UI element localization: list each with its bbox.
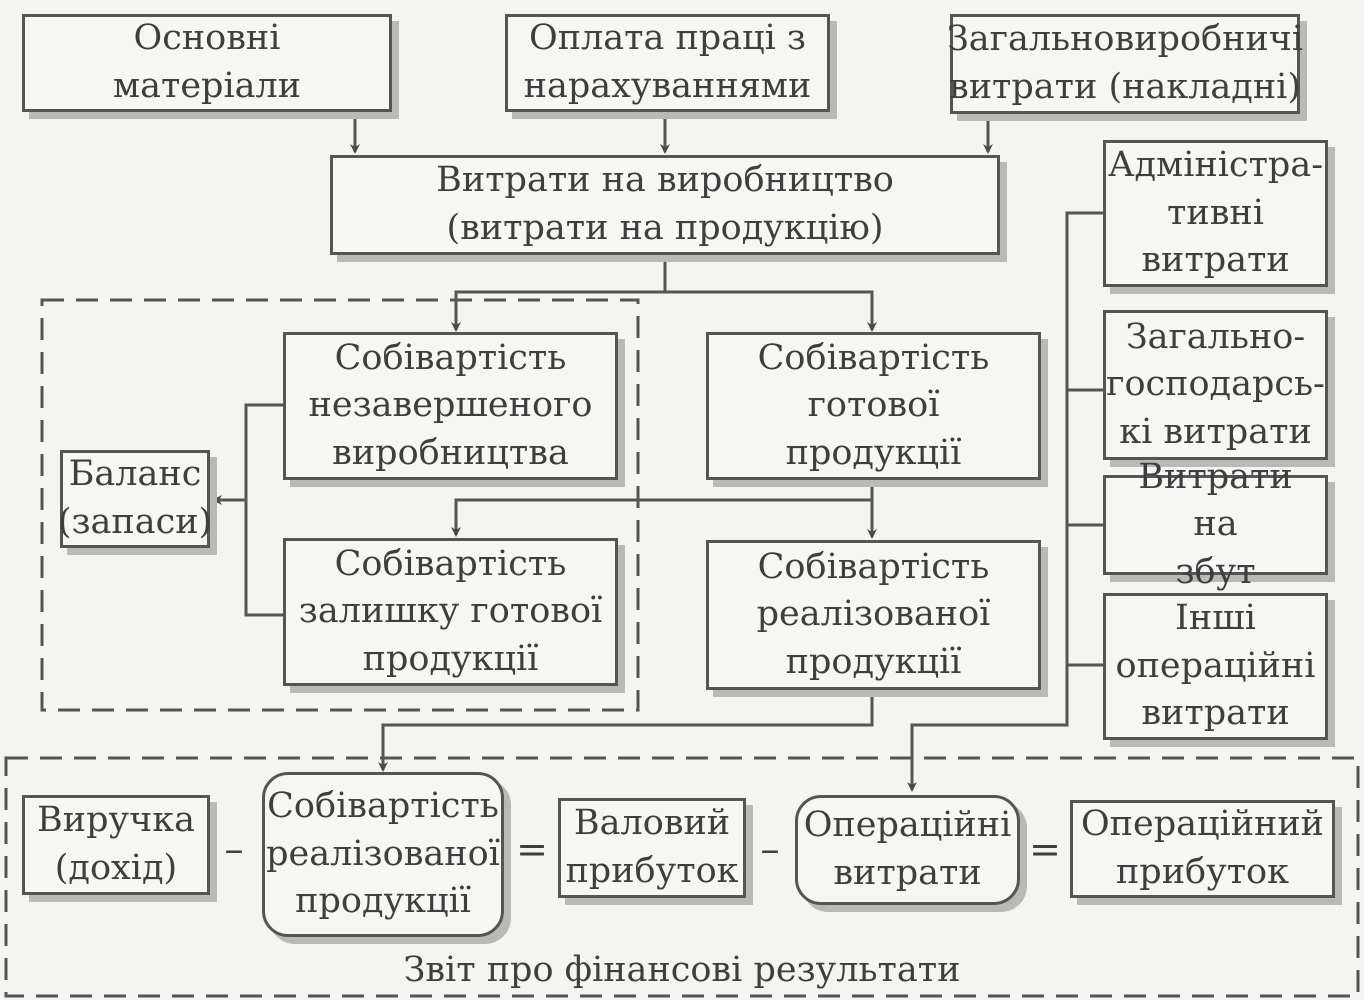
- finished-goods-cost-box: Собівартість готової продукції: [706, 332, 1041, 480]
- arrow-production-to-finished: [665, 290, 877, 332]
- operating-expenses-box: Операційні витрати: [795, 795, 1020, 905]
- equals-sign-1: =: [516, 827, 548, 871]
- sold-goods-cost-label: Собівартість реалізованої продукції: [756, 546, 991, 682]
- minus-sign-1: –: [224, 827, 244, 871]
- wip-cost-box: Собівартість незавершеного виробництва: [283, 332, 618, 480]
- gross-profit-label: Валовий прибуток: [565, 803, 739, 891]
- arrow-production-split: [454, 255, 667, 330]
- minus-sign-2: –: [760, 827, 780, 871]
- general-business-expenses-label: Загально- господарсь- кі витрати: [1106, 316, 1325, 452]
- operating-profit-box: Операційний прибуток: [1070, 800, 1335, 898]
- operating-expenses-bus: [907, 211, 1103, 792]
- connector-to-balance: [244, 403, 283, 617]
- cogs-label: Собівартість реалізованої продукції: [266, 786, 500, 922]
- finished-stock-cost-box: Собівартість залишку готової продукції: [283, 538, 618, 686]
- gross-profit-box: Валовий прибуток: [558, 798, 746, 898]
- overhead-box: Загальновиробничі витрати (накладні): [946, 14, 1304, 114]
- balance-label: Баланс (запаси): [57, 454, 213, 542]
- sold-goods-cost-box: Собівартість реалізованої продукції: [706, 540, 1041, 690]
- finished-stock-cost-label: Собівартість залишку готової продукції: [298, 543, 603, 679]
- general-business-expenses-box: Загально- господарсь- кі витрати: [1103, 310, 1328, 460]
- admin-expenses-box: Адміністра- тивні витрати: [1103, 140, 1328, 287]
- revenue-label: Виручка (дохід): [37, 800, 195, 888]
- operating-expenses-label: Операційні витрати: [803, 805, 1012, 893]
- production-costs-label: Витрати на виробництво (витрати на проду…: [436, 160, 894, 248]
- wip-cost-label: Собівартість незавершеного виробництва: [308, 337, 593, 473]
- labor-label: Оплата праці з нарахуваннями: [523, 18, 812, 106]
- selling-expenses-label: Витрати на збут: [1138, 456, 1293, 592]
- financial-report-label: Звіт про фінансові результати: [403, 950, 961, 990]
- production-costs-box: Витрати на виробництво (витрати на проду…: [330, 155, 1000, 255]
- balance-box: Баланс (запаси): [57, 450, 213, 548]
- balance-frame: [40, 298, 640, 712]
- operating-profit-label: Операційний прибуток: [1080, 804, 1325, 892]
- main-materials-label: Основні матеріали: [112, 18, 302, 106]
- other-operating-expenses-label: Інші операційні витрати: [1115, 598, 1316, 734]
- other-operating-expenses-box: Інші операційні витрати: [1103, 593, 1328, 740]
- cogs-box: Собівартість реалізованої продукції: [262, 772, 504, 937]
- financial-report-frame: [4, 756, 1360, 998]
- equals-sign-2: =: [1029, 827, 1061, 871]
- revenue-box: Виручка (дохід): [22, 795, 210, 895]
- main-materials-box: Основні матеріали: [22, 14, 392, 112]
- finished-goods-cost-label: Собівартість готової продукції: [757, 337, 990, 473]
- selling-expenses-box: Витрати на збут: [1103, 457, 1328, 592]
- arrow-sold-to-report: [378, 690, 874, 772]
- overhead-label: Загальновиробничі витрати (накладні): [946, 19, 1304, 107]
- labor-box: Оплата праці з нарахуваннями: [505, 14, 830, 112]
- admin-expenses-label: Адміністра- тивні витрати: [1107, 145, 1324, 281]
